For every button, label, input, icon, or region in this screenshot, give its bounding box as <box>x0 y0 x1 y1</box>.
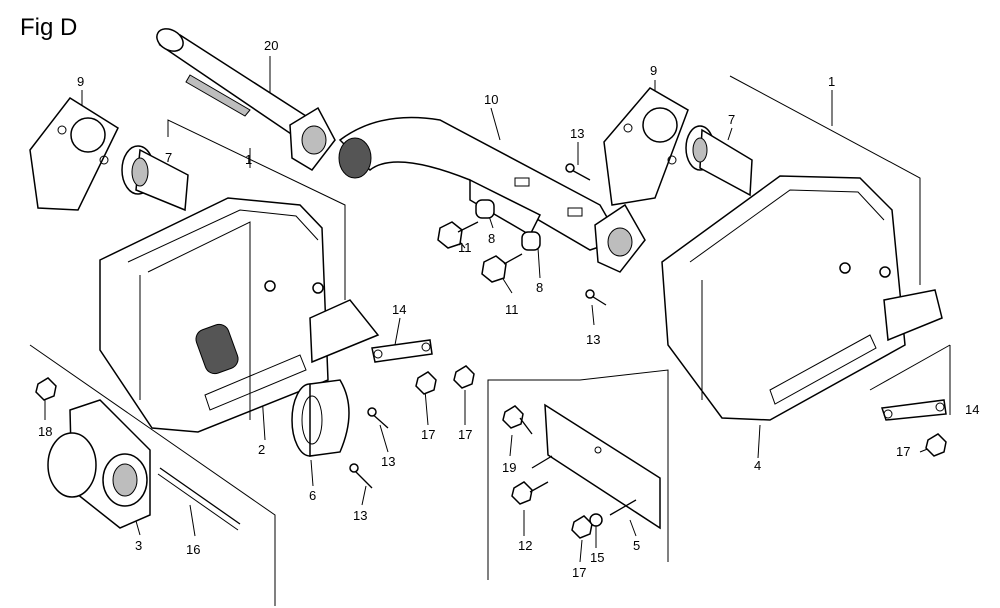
callout-13-d: 13 <box>353 508 367 523</box>
exhaust-bend-pipe-part <box>338 116 646 273</box>
callout-20: 20 <box>264 38 278 53</box>
figure-title: Fig D <box>20 14 77 41</box>
callout-17-a: 17 <box>421 427 435 442</box>
exhaust-flange-part <box>47 399 151 529</box>
callout-17-d: 17 <box>896 444 910 459</box>
callout-18: 18 <box>38 424 52 439</box>
exhaust-pipe-part <box>156 28 336 171</box>
callout-5: 5 <box>633 538 640 553</box>
callout-14-left: 14 <box>392 302 406 317</box>
callout-7-left: 7 <box>165 150 172 165</box>
stays-14-part <box>371 339 947 421</box>
callout-12: 12 <box>518 538 532 553</box>
callout-4: 4 <box>754 458 761 473</box>
callout-13-c: 13 <box>381 454 395 469</box>
stud-pipe-right-part <box>685 125 753 197</box>
callout-9-left: 9 <box>77 74 84 89</box>
stud-bolt-part <box>157 467 241 531</box>
callout-16: 16 <box>186 542 200 557</box>
callout-19: 19 <box>502 460 516 475</box>
callout-11-b: 11 <box>505 302 519 317</box>
callout-17-c: 17 <box>572 565 586 580</box>
callout-14-right: 14 <box>965 402 979 417</box>
screws-13-part <box>349 163 607 489</box>
nuts-part <box>35 365 947 539</box>
callout-1-left: 1 <box>245 152 252 167</box>
bolts-11-part <box>437 221 523 283</box>
callout-1-right: 1 <box>828 74 835 89</box>
callout-8-b: 8 <box>536 280 543 295</box>
muffler-right-part <box>661 175 943 421</box>
callout-11-a: 11 <box>458 240 472 255</box>
callout-13-mid: 13 <box>586 332 600 347</box>
callout-2: 2 <box>258 442 265 457</box>
callout-labels: 20 9 7 1 10 13 9 7 1 8 11 11 8 13 14 14 … <box>38 38 979 580</box>
stud-pipe-left-part <box>121 145 189 212</box>
callout-13-top: 13 <box>570 126 584 141</box>
muffler-left-part <box>99 197 380 433</box>
callout-8-a: 8 <box>488 231 495 246</box>
end-cap-part <box>291 379 350 457</box>
callout-15: 15 <box>590 550 604 565</box>
gasket-right-part <box>603 87 689 206</box>
callout-6: 6 <box>309 488 316 503</box>
bolts-12-19-part <box>502 405 549 505</box>
callout-3: 3 <box>135 538 142 553</box>
callout-10: 10 <box>484 92 498 107</box>
callout-7-right: 7 <box>728 112 735 127</box>
mounting-plate-part <box>531 403 661 530</box>
callout-9-right: 9 <box>650 63 657 78</box>
caps-8-part <box>475 199 541 251</box>
callout-17-b: 17 <box>458 427 472 442</box>
gasket-left-part <box>29 97 119 211</box>
leader-lines <box>29 56 951 606</box>
